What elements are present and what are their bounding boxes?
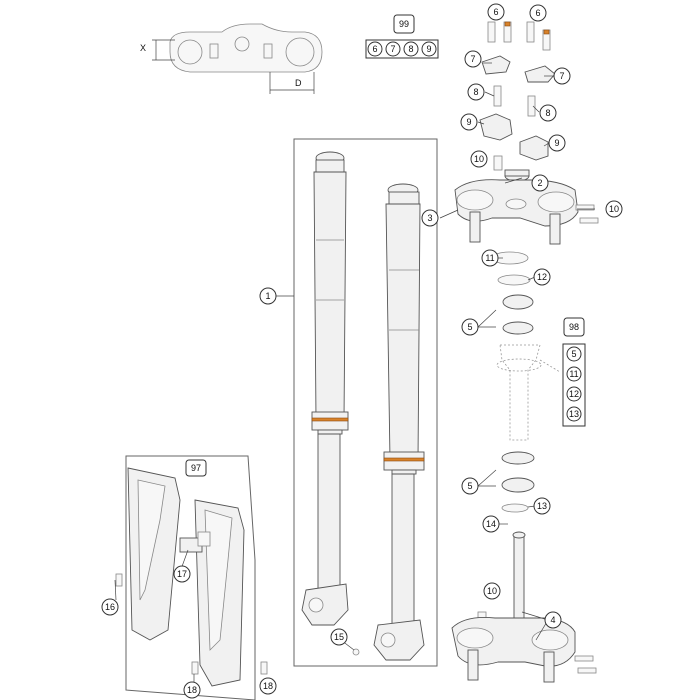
callout-8-right[interactable]: 8 bbox=[539, 104, 557, 122]
callout-6-left[interactable]: 6 bbox=[487, 3, 505, 21]
kit-98-items: 5 11 12 13 bbox=[566, 346, 582, 422]
callout-8-left-label: 8 bbox=[473, 87, 478, 97]
callout-15-label: 15 bbox=[334, 632, 344, 642]
callout-4[interactable]: 4 bbox=[544, 611, 562, 629]
callout-1-label: 1 bbox=[265, 291, 270, 301]
kit-98-box[interactable] bbox=[562, 317, 586, 427]
callout-10-lower-clamp[interactable]: 10 bbox=[483, 582, 501, 600]
kit-98-label: 98 bbox=[569, 322, 579, 332]
callout-14-label: 14 bbox=[486, 519, 496, 529]
callout-10-upper-clamp-label: 10 bbox=[609, 204, 619, 214]
callout-9-right[interactable]: 9 bbox=[548, 134, 566, 152]
callout-7-right-label: 7 bbox=[559, 71, 564, 81]
callout-17[interactable]: 17 bbox=[173, 565, 191, 583]
callout-10-upper-clamp[interactable]: 10 bbox=[605, 200, 623, 218]
callout-13-label: 13 bbox=[537, 501, 547, 511]
dimension-x-label: X bbox=[140, 43, 146, 53]
kit-99-box[interactable] bbox=[365, 14, 439, 59]
kit-97-label: 97 bbox=[191, 463, 201, 473]
kit-98-item-2: 11 bbox=[569, 369, 578, 379]
right-fork-leg bbox=[352, 183, 425, 661]
kit-98-item-3: 12 bbox=[569, 389, 579, 399]
kit-97-box[interactable] bbox=[185, 459, 207, 477]
callout-11-label: 11 bbox=[485, 253, 494, 263]
callout-3-label: 3 bbox=[427, 213, 432, 223]
upper-bearing-set bbox=[491, 251, 534, 335]
fork-guards bbox=[115, 467, 268, 687]
callout-14[interactable]: 14 bbox=[482, 515, 500, 533]
kit-99-item-2: 7 bbox=[390, 44, 395, 54]
callout-7-left-label: 7 bbox=[470, 54, 475, 64]
fork-guards-frame bbox=[125, 455, 256, 700]
callout-5-upper-label: 5 bbox=[467, 322, 472, 332]
callout-16-label: 16 bbox=[105, 602, 115, 612]
callout-18-left[interactable]: 18 bbox=[183, 681, 201, 699]
callout-5-lower[interactable]: 5 bbox=[461, 477, 479, 495]
callout-7-left[interactable]: 7 bbox=[464, 50, 482, 68]
callout-10-stem-nut[interactable]: 10 bbox=[470, 150, 488, 168]
callout-8-right-label: 8 bbox=[545, 108, 550, 118]
callout-11[interactable]: 11 bbox=[481, 249, 499, 267]
callout-12-label: 12 bbox=[537, 272, 547, 282]
callout-5-upper[interactable]: 5 bbox=[461, 318, 479, 336]
callout-6-left-label: 6 bbox=[493, 7, 498, 17]
callouts: 1 2 3 4 5 5 6 6 7 7 8 8 9 9 10 10 10 11 … bbox=[101, 3, 623, 699]
callout-5-lower-label: 5 bbox=[467, 481, 472, 491]
callout-10-stem-nut-label: 10 bbox=[474, 154, 484, 164]
callout-18-right[interactable]: 18 bbox=[259, 677, 277, 695]
callout-16[interactable]: 16 bbox=[101, 598, 119, 616]
kit-99-label: 99 bbox=[399, 19, 409, 29]
steering-stem-ghost bbox=[496, 344, 561, 441]
callout-3[interactable]: 3 bbox=[421, 209, 439, 227]
kit-98-item-4: 13 bbox=[569, 409, 579, 419]
callout-12[interactable]: 12 bbox=[533, 268, 551, 286]
stem-nut-parts bbox=[493, 155, 530, 182]
left-fork-leg bbox=[301, 151, 349, 626]
callout-13[interactable]: 13 bbox=[533, 497, 551, 515]
fork-legs-frame bbox=[293, 138, 438, 667]
kit-99-item-1: 6 bbox=[372, 44, 377, 54]
callout-8-left[interactable]: 8 bbox=[467, 83, 485, 101]
callout-9-left-label: 9 bbox=[466, 117, 471, 127]
callout-6-right-label: 6 bbox=[535, 8, 540, 18]
kit-98-item-1: 5 bbox=[571, 349, 576, 359]
clamp-dimension-sketch: X D bbox=[140, 23, 323, 94]
kit-99-item-4: 9 bbox=[426, 44, 431, 54]
callout-2[interactable]: 2 bbox=[531, 174, 549, 192]
callout-7-right[interactable]: 7 bbox=[553, 67, 571, 85]
callout-18-left-label: 18 bbox=[187, 685, 197, 695]
callout-1[interactable]: 1 bbox=[259, 287, 277, 305]
dimension-d-label: D bbox=[295, 78, 302, 88]
callout-15[interactable]: 15 bbox=[330, 628, 348, 646]
lower-bearing-set bbox=[501, 451, 535, 513]
callout-9-right-label: 9 bbox=[554, 138, 559, 148]
kit-99-items: 6 7 8 9 bbox=[367, 41, 437, 57]
kit-99-item-3: 8 bbox=[408, 44, 413, 54]
callout-6-right[interactable]: 6 bbox=[529, 4, 547, 22]
callout-4-label: 4 bbox=[550, 615, 555, 625]
callout-18-right-label: 18 bbox=[263, 681, 273, 691]
upper-triple-clamp bbox=[454, 179, 599, 245]
lower-triple-clamp bbox=[451, 531, 597, 683]
callout-9-left[interactable]: 9 bbox=[460, 113, 478, 131]
callout-10-lower-clamp-label: 10 bbox=[487, 586, 497, 596]
callout-2-label: 2 bbox=[537, 178, 542, 188]
callout-17-label: 17 bbox=[177, 569, 187, 579]
handlebar-clamp-hardware bbox=[479, 21, 556, 161]
